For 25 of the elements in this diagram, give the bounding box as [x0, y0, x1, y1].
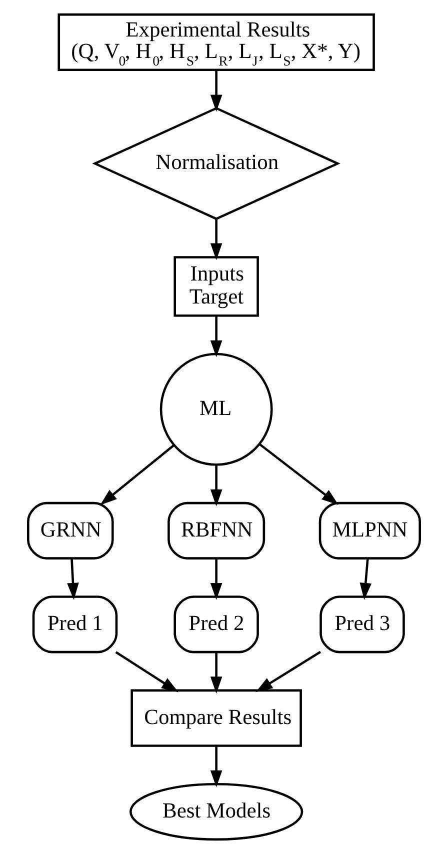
node-box: Experimental Results (Q, V$_{0}$, H$_{0}$, H$_{S}$, L$_{R}$, L$_{J}$, L$_{S}$, X*, Y)	[57, 13, 374, 71]
node-box: Inputs Target	[173, 256, 258, 317]
arrow	[210, 316, 222, 358]
node-box: GRNN	[26, 502, 114, 560]
arrow	[258, 443, 338, 505]
arrow	[210, 558, 222, 600]
node-diamond: Normalisation	[92, 106, 340, 220]
arrow	[210, 746, 222, 788]
node-box: RBFNN	[167, 502, 265, 560]
arrow	[100, 444, 174, 506]
node-box: Compare Results	[130, 689, 302, 747]
arrow	[359, 558, 372, 600]
node-box: Pred 2	[173, 596, 258, 654]
node-ellipse: Best Models	[128, 783, 303, 841]
arrow	[210, 652, 222, 694]
arrow	[210, 465, 222, 506]
node-circle: ML	[159, 352, 272, 466]
arrow	[114, 651, 178, 692]
node-box: Pred 1	[32, 596, 118, 654]
arrow	[210, 219, 222, 260]
arrow	[255, 650, 321, 692]
node-box: Pred 3	[319, 596, 404, 654]
arrow	[66, 558, 78, 600]
arrow	[210, 70, 222, 112]
node-box: MLPNN	[318, 502, 420, 560]
